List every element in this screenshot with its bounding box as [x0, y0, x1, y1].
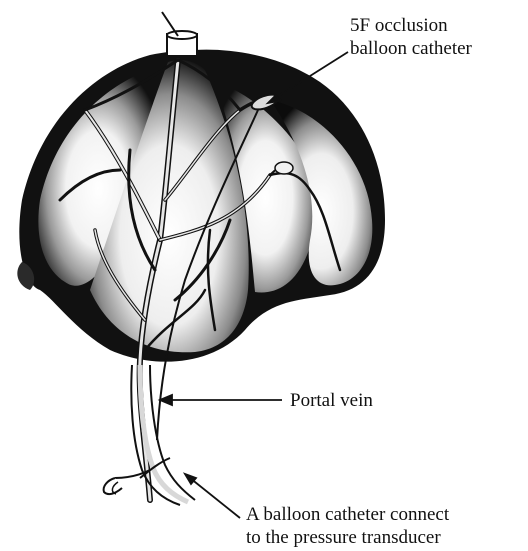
vessel-clamp [104, 458, 170, 494]
occlusion-catheter-label: 5F occlusion balloon catheter [350, 14, 472, 60]
occlusion-label-line2: balloon catheter [350, 37, 472, 60]
balloon-label-line1: A balloon catheter connect [246, 503, 449, 526]
liver [17, 50, 385, 362]
balloon-label-line2: to the pressure transducer [246, 526, 449, 549]
portal-vein-label: Portal vein [290, 389, 373, 412]
hepatic-outflow [162, 12, 197, 56]
portal-arrowhead [160, 395, 172, 405]
occlusion-label-line1: 5F occlusion [350, 14, 472, 37]
balloon-leader [190, 478, 240, 518]
balloon-catheter-label: A balloon catheter connect to the pressu… [246, 503, 449, 549]
